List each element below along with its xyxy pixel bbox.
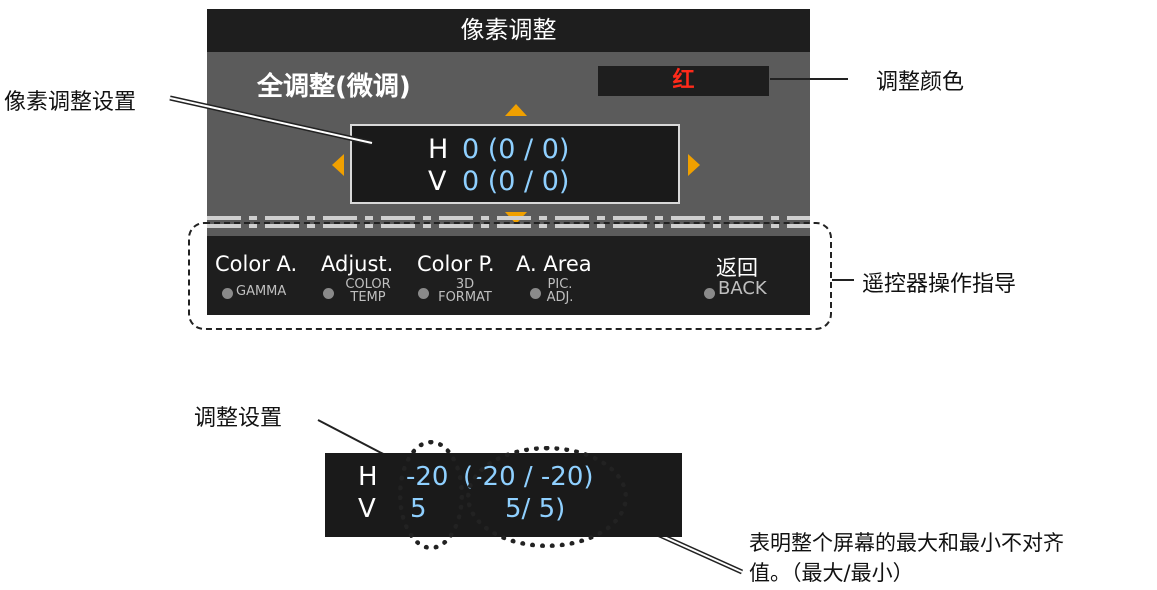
color-selector[interactable]: 红 <box>598 66 769 96</box>
setting-highlight-oval <box>398 440 464 550</box>
guide-pic-adj-label: PIC.ADJ. <box>546 277 574 305</box>
leader-line-pixel-setting-inner <box>169 97 373 144</box>
guide-gamma-label: GAMMA <box>236 284 287 299</box>
v-value: 0 (0 / 0) <box>462 166 570 197</box>
callout-range-line2: 值。（最大/最小） <box>749 561 914 585</box>
arrow-up-icon[interactable] <box>505 104 527 116</box>
button-dot-icon <box>704 288 715 299</box>
adjust-value-box[interactable]: H 0 (0 / 0) V 0 (0 / 0) <box>350 124 680 204</box>
guide-back-label: BACK <box>718 278 767 299</box>
arrow-left-icon[interactable] <box>332 154 344 176</box>
mode-label: 全调整(微调) <box>257 72 411 102</box>
callout-adjust-color: 调整颜色 <box>876 70 965 95</box>
arrow-right-icon[interactable] <box>688 154 700 176</box>
guide-color-a-label: Color A. <box>215 252 298 276</box>
remote-guide-bar <box>207 236 810 315</box>
range-highlight-oval <box>466 446 628 548</box>
button-dot-icon <box>418 288 429 299</box>
osd-title: 像素调整 <box>207 9 810 52</box>
button-dot-icon <box>530 288 541 299</box>
guide-return-label: 返回 <box>716 256 758 280</box>
callout-range-line1: 表明整个屏幕的最大和最小不对齐 <box>749 531 1064 555</box>
separator-line <box>207 216 810 220</box>
example-v-axis: V <box>358 494 376 524</box>
callout-adjust-setting: 调整设置 <box>194 406 283 431</box>
guide-adjust-label: Adjust. <box>321 252 394 276</box>
separator-line-2 <box>207 224 810 228</box>
callout-remote-guide: 遥控器操作指导 <box>862 272 1017 297</box>
callout-pixel-adjust-setting: 像素调整设置 <box>4 90 137 115</box>
example-h-axis: H <box>358 462 378 492</box>
guide-a-area-label: A. Area <box>516 252 592 276</box>
button-dot-icon <box>323 288 334 299</box>
h-value: 0 (0 / 0) <box>462 134 570 165</box>
guide-color-p-label: Color P. <box>417 252 495 276</box>
button-dot-icon <box>222 288 233 299</box>
v-axis-label: V <box>428 166 447 197</box>
h-axis-label: H <box>428 134 449 165</box>
guide-highlight-frame <box>188 222 832 330</box>
